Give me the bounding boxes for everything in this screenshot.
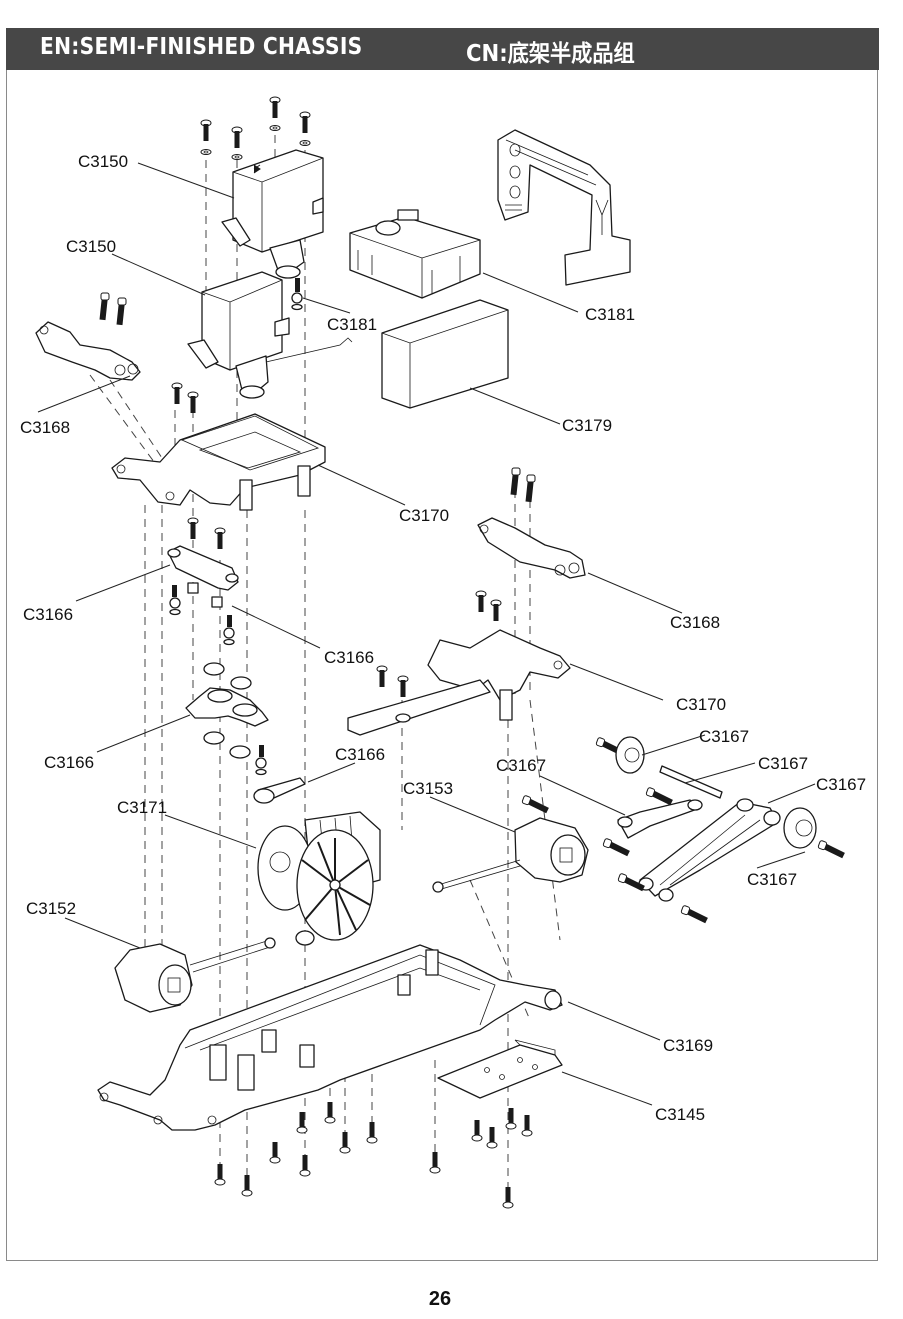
wheelie-link bbox=[617, 786, 703, 839]
screw-icon bbox=[231, 126, 243, 149]
part-label: C3153 bbox=[403, 779, 453, 798]
idler-wheel-lower bbox=[783, 807, 847, 859]
part-label: C3181 bbox=[327, 315, 377, 334]
steering-rod bbox=[253, 777, 306, 804]
part-label: C3170 bbox=[399, 506, 449, 525]
part-label: C3166 bbox=[335, 745, 385, 764]
screw-icon bbox=[366, 1121, 378, 1144]
screw-icon bbox=[502, 1186, 514, 1209]
battery-strap bbox=[497, 129, 631, 286]
wheelie-pin bbox=[659, 765, 723, 799]
screw-icon bbox=[171, 382, 183, 405]
screw-icon bbox=[241, 1174, 253, 1197]
receiver bbox=[349, 209, 481, 299]
part-label: C3167 bbox=[747, 870, 797, 889]
screw-icon bbox=[299, 1154, 311, 1177]
part-label: C3152 bbox=[26, 899, 76, 918]
cap-screw-icon bbox=[525, 474, 536, 503]
screw-icon bbox=[475, 590, 487, 613]
washer-icon bbox=[299, 140, 311, 146]
washer-icon bbox=[200, 149, 212, 155]
screw-icon bbox=[429, 1151, 441, 1174]
skid-plate bbox=[437, 1039, 563, 1099]
screw-icon bbox=[324, 1101, 336, 1124]
part-label: C3169 bbox=[663, 1036, 713, 1055]
gearbox bbox=[257, 811, 381, 946]
screw-icon bbox=[269, 1141, 281, 1164]
leader-lines bbox=[37, 162, 816, 1106]
part-label: C3179 bbox=[562, 416, 612, 435]
front-diff bbox=[114, 937, 276, 1013]
screw-icon bbox=[521, 1114, 533, 1137]
screw-icon bbox=[187, 391, 199, 414]
part-label: C3166 bbox=[44, 753, 94, 772]
battery bbox=[381, 299, 509, 409]
part-label: C3150 bbox=[66, 237, 116, 256]
part-label: C3170 bbox=[676, 695, 726, 714]
screw-icon bbox=[299, 111, 311, 134]
servo-link-ball bbox=[291, 278, 303, 311]
part-labels: C3150 C3150 C3181 C3181 C3179 C3168 C317… bbox=[20, 152, 866, 1124]
screw-icon bbox=[200, 119, 212, 142]
rear-deck-brace bbox=[347, 679, 491, 736]
page-number: 26 bbox=[428, 1288, 452, 1310]
steering-bushings bbox=[169, 582, 235, 646]
washer-icon bbox=[269, 125, 281, 131]
diagram-frame bbox=[6, 28, 878, 1261]
title-english: EN:SEMI-FINISHED CHASSIS bbox=[40, 34, 363, 60]
steering-link-plate bbox=[167, 545, 239, 591]
chassis bbox=[97, 944, 563, 1131]
page-header: EN:SEMI-FINISHED CHASSIS CN:底架半成品组 bbox=[6, 28, 879, 70]
title-chinese: CN:底架半成品组 bbox=[466, 41, 635, 67]
rear-diff bbox=[432, 817, 589, 893]
part-label: C3167 bbox=[699, 727, 749, 746]
servo-upper bbox=[221, 149, 324, 279]
screw-icon bbox=[214, 1163, 226, 1186]
part-label: C3166 bbox=[324, 648, 374, 667]
cap-screw-icon bbox=[99, 292, 110, 321]
screw-icon bbox=[486, 1126, 498, 1149]
upper-deck-rear bbox=[427, 629, 571, 721]
part-label: C3181 bbox=[585, 305, 635, 324]
screw-icon bbox=[471, 1119, 483, 1142]
rear-tower bbox=[477, 517, 586, 579]
cap-screw-icon bbox=[510, 467, 521, 496]
part-label: C3171 bbox=[117, 798, 167, 817]
steering-bellcrank bbox=[185, 662, 269, 776]
part-label: C3167 bbox=[496, 756, 546, 775]
wheelie-arm bbox=[638, 798, 781, 902]
servo-lower bbox=[187, 271, 353, 399]
cap-screw-icon bbox=[116, 297, 127, 326]
part-label: C3150 bbox=[78, 152, 128, 171]
screw-icon bbox=[187, 517, 199, 540]
screw-icon bbox=[376, 665, 388, 688]
screw-icon bbox=[214, 527, 226, 550]
part-label: C3166 bbox=[23, 605, 73, 624]
upper-deck-front bbox=[111, 413, 326, 511]
part-label: C3167 bbox=[758, 754, 808, 773]
part-label: C3167 bbox=[816, 775, 866, 794]
front-tower-left bbox=[35, 321, 141, 381]
screw-icon bbox=[269, 96, 281, 119]
part-label: C3145 bbox=[655, 1105, 705, 1124]
idler-wheel-upper bbox=[594, 736, 645, 774]
screw-icon bbox=[397, 675, 409, 698]
screw-icon bbox=[490, 599, 502, 622]
screw-icon bbox=[339, 1131, 351, 1154]
washer-icon bbox=[231, 154, 243, 160]
part-label: C3168 bbox=[20, 418, 70, 437]
part-label: C3168 bbox=[670, 613, 720, 632]
